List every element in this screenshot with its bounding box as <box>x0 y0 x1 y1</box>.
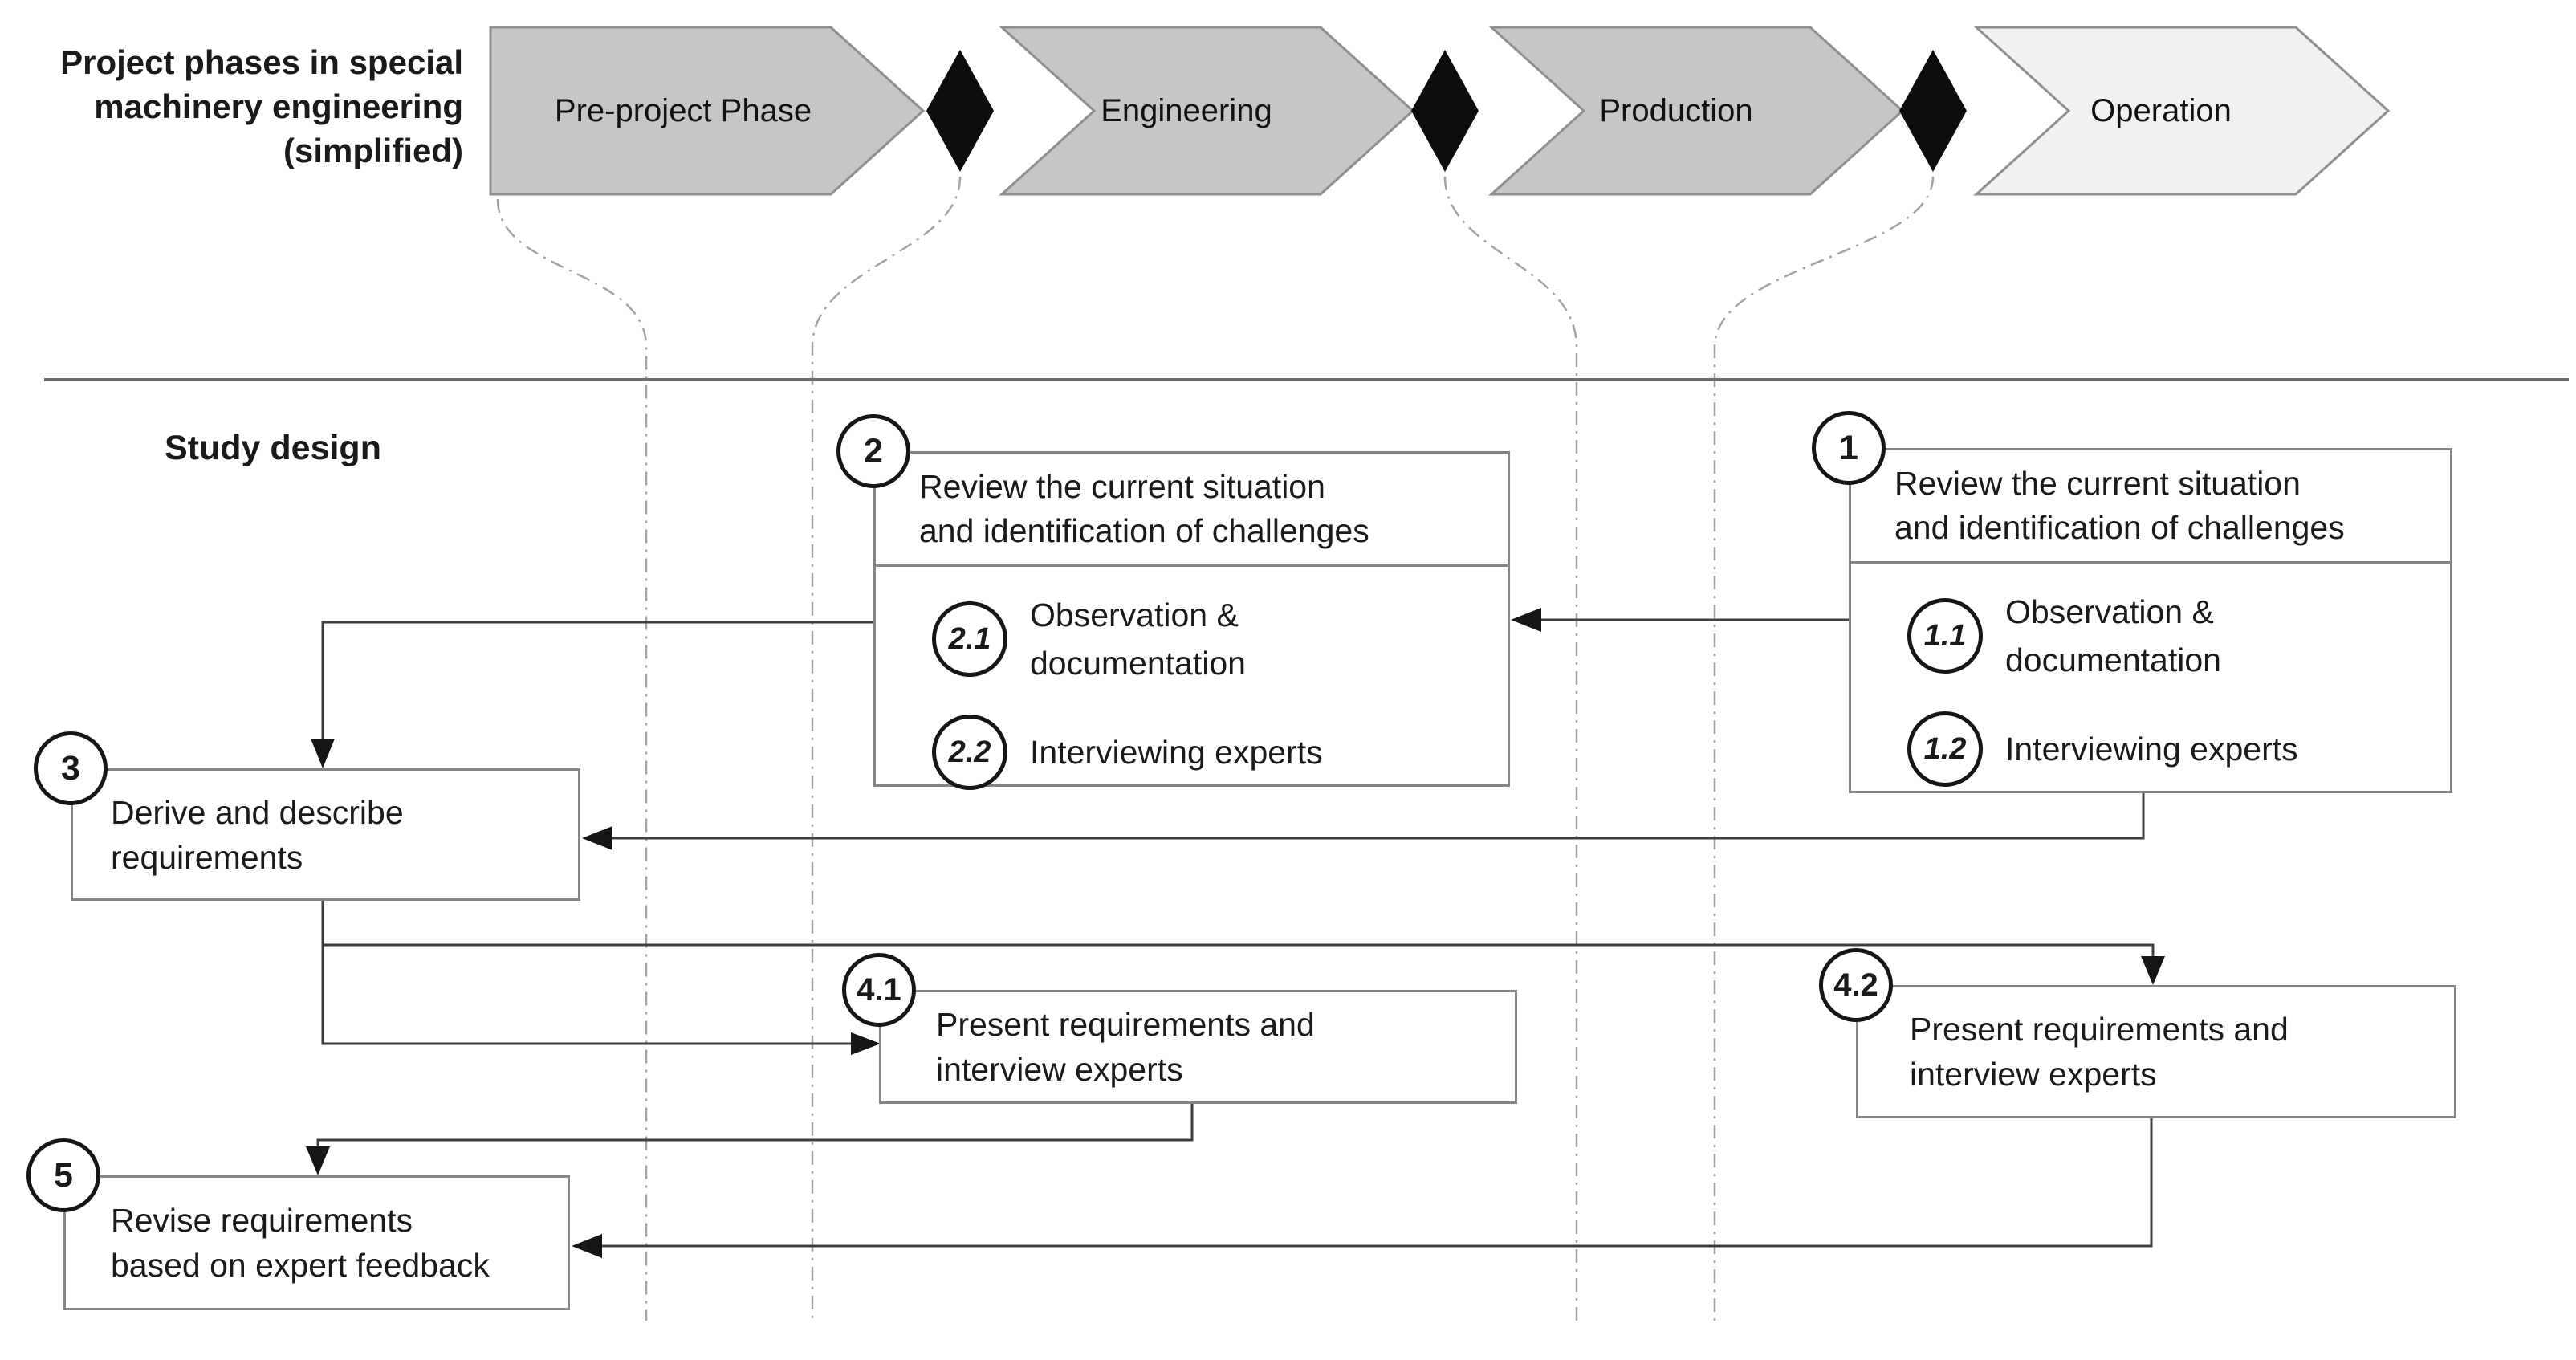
sub-step-label-1-1: Observation & documentation <box>2005 593 2221 678</box>
figure-title: Project phases in special machinery engi… <box>60 43 463 169</box>
milestone-diamond-icon-1 <box>926 50 994 172</box>
phase-chevron-shape-production <box>1488 26 1905 196</box>
phase-chevron-shape-preproject <box>489 26 926 196</box>
phase-label-engineering: Engineering <box>1101 92 1272 128</box>
sub-step-row: 2.1 Observation & documentation <box>932 591 1508 687</box>
step-badge-5: 5 <box>26 1138 100 1212</box>
sub-step-row: 1.1 Observation & documentation <box>1907 588 2450 684</box>
sub-step-badge-2-1: 2.1 <box>932 601 1007 677</box>
box-revise-requirements: Revise requirements based on expert feed… <box>63 1175 570 1310</box>
phase-chevron-shape-engineering <box>999 26 1415 196</box>
phase-guide-line-2 <box>811 176 962 1321</box>
box-review-current-situation-right: Review the current situation and identif… <box>1849 448 2452 793</box>
sub-step-badge-1-1: 1.1 <box>1907 598 1983 674</box>
step-badge-2: 2 <box>836 414 910 488</box>
arrowhead-into-box42-icon <box>2141 956 2165 985</box>
phase-label-preproject: Pre-project Phase <box>554 92 812 128</box>
milestone-diamond-icon-2 <box>1411 50 1479 172</box>
arrowhead-into-box3-top-icon <box>311 739 335 768</box>
arrowhead-into-box2-icon <box>1511 608 1541 632</box>
box-review-current-situation-mid: Review the current situation and identif… <box>873 451 1510 790</box>
arrowhead-into-box3-right-icon <box>582 826 612 850</box>
box-review-mid-title: Review the current situation and identif… <box>876 454 1508 567</box>
sub-step-row: 2.2 Interviewing experts <box>932 715 1508 790</box>
sub-step-label-2-2: Interviewing experts <box>1030 734 1323 771</box>
step-badge-4-1: 4.1 <box>842 953 916 1027</box>
sub-step-badge-2-2: 2.2 <box>932 715 1007 790</box>
connector-box1-to-box3 <box>612 793 2145 840</box>
step-badge-3: 3 <box>34 731 108 805</box>
phase-chevron-shape-operation <box>1973 26 2391 196</box>
phase-guide-line-4 <box>1713 176 1935 1321</box>
arrowhead-into-box5-top-icon <box>306 1146 330 1175</box>
connector-box3-to-box42 <box>323 943 2155 956</box>
sub-step-label-1-2: Interviewing experts <box>2005 731 2298 768</box>
box-present-mid-label: Present requirements and interview exper… <box>936 1006 1315 1088</box>
connector-box3-to-box41 <box>321 901 851 1045</box>
phase-guide-line-3 <box>1443 176 1578 1321</box>
box-derive-requirements: Derive and describe requirements <box>71 768 580 901</box>
connector-box41-to-box5 <box>316 1104 1194 1146</box>
box-revise-label: Revise requirements based on expert feed… <box>111 1202 490 1284</box>
connector-box42-to-box5 <box>602 1118 2153 1248</box>
step-badge-1: 1 <box>1812 411 1886 485</box>
sub-step-row: 1.2 Interviewing experts <box>1907 711 2450 787</box>
connector-box2-to-box3 <box>321 621 873 739</box>
sub-step-badge-1-2: 1.2 <box>1907 711 1983 787</box>
box-present-requirements-mid: Present requirements and interview exper… <box>879 990 1517 1104</box>
box-present-requirements-right: Present requirements and interview exper… <box>1856 985 2456 1118</box>
box-derive-label: Derive and describe requirements <box>111 793 404 876</box>
phase-guide-line-1 <box>496 198 648 1321</box>
box-present-right-label: Present requirements and interview exper… <box>1910 1011 2289 1093</box>
phase-label-production: Production <box>1599 92 1753 128</box>
box-review-right-title: Review the current situation and identif… <box>1851 450 2450 564</box>
sub-step-label-2-1: Observation & documentation <box>1030 597 1246 682</box>
arrowhead-into-box5-right-icon <box>572 1234 602 1258</box>
step-badge-4-2: 4.2 <box>1819 948 1893 1022</box>
study-design-section-label: Study design <box>165 429 381 467</box>
phase-label-operation: Operation <box>2090 92 2232 128</box>
arrowhead-into-box41-icon <box>851 1032 881 1055</box>
milestone-diamond-icon-3 <box>1899 50 1967 172</box>
